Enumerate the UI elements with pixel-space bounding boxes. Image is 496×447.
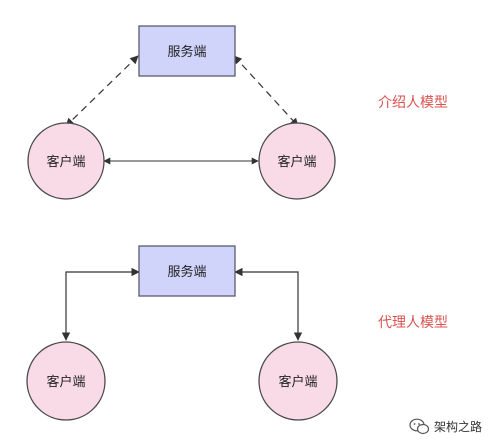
introducer-client-left [27,122,105,200]
proxy-link-server-left [61,267,140,341]
introducer-client-left-label: 客户端 [46,154,85,170]
proxy-client-left [26,341,106,421]
proxy-client-right-label: 客户端 [278,374,317,390]
proxy-model: 服务端 客户端 客户端 代理人模型 [26,245,448,421]
introducer-link-server-left [65,55,139,127]
introducer-server-label: 服务端 [167,44,206,60]
introducer-server-box [138,25,236,77]
watermark: 架构之路 [409,418,482,435]
proxy-client-left-label: 客户端 [46,374,85,390]
proxy-link-server-right [234,267,303,341]
introducer-model-label: 介绍人模型 [378,95,448,111]
proxy-server-box [138,245,236,297]
watermark-text: 架构之路 [434,419,482,434]
introducer-link-server-right [233,55,299,127]
introducer-model: 服务端 客户端 客户端 介绍人模型 [27,25,448,200]
proxy-server-label: 服务端 [167,264,206,280]
proxy-client-right [258,341,338,421]
proxy-model-label: 代理人模型 [378,315,448,331]
wechat-icon [409,418,430,435]
introducer-client-right [258,122,336,200]
introducer-client-right-label: 客户端 [277,154,316,170]
